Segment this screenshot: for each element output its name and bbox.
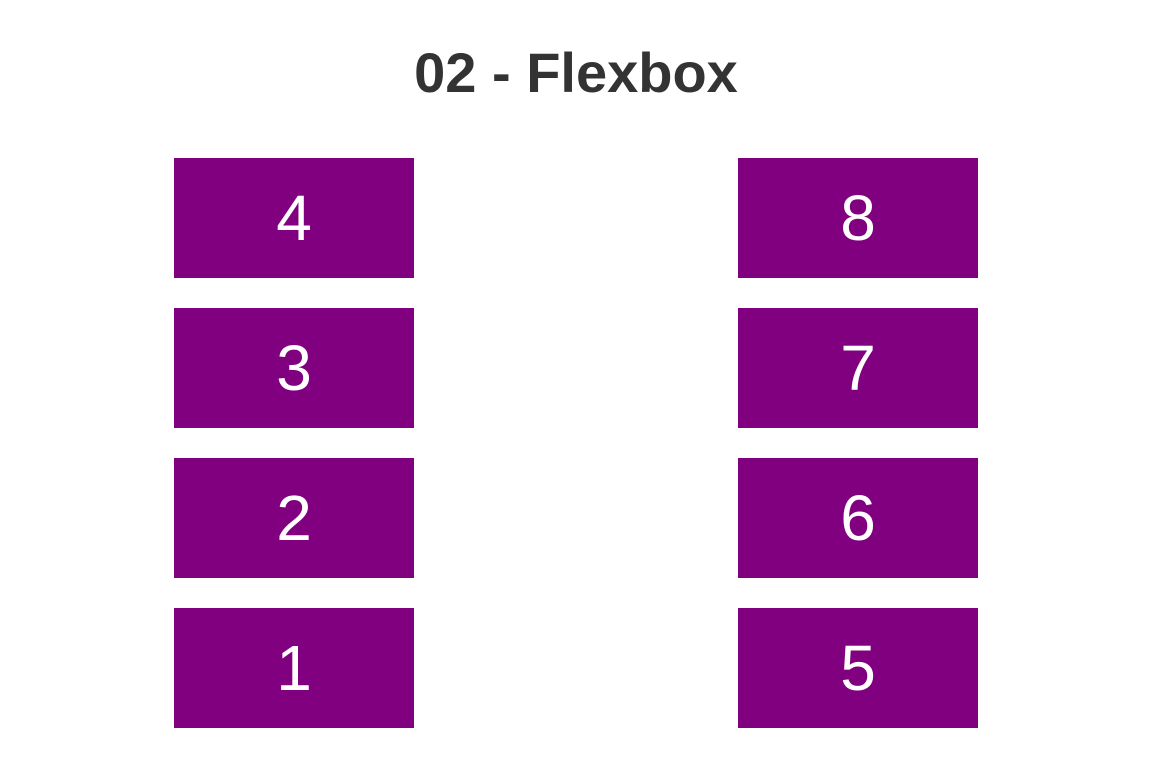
flex-box: 1 [174,608,414,728]
right-column: 8 7 6 5 [738,158,978,728]
page-title: 02 - Flexbox [414,41,738,104]
flex-box: 4 [174,158,414,278]
flex-box: 3 [174,308,414,428]
flex-box: 7 [738,308,978,428]
left-column: 4 3 2 1 [174,158,414,728]
flex-box: 5 [738,608,978,728]
flex-box: 6 [738,458,978,578]
flex-box: 2 [174,458,414,578]
flex-box: 8 [738,158,978,278]
